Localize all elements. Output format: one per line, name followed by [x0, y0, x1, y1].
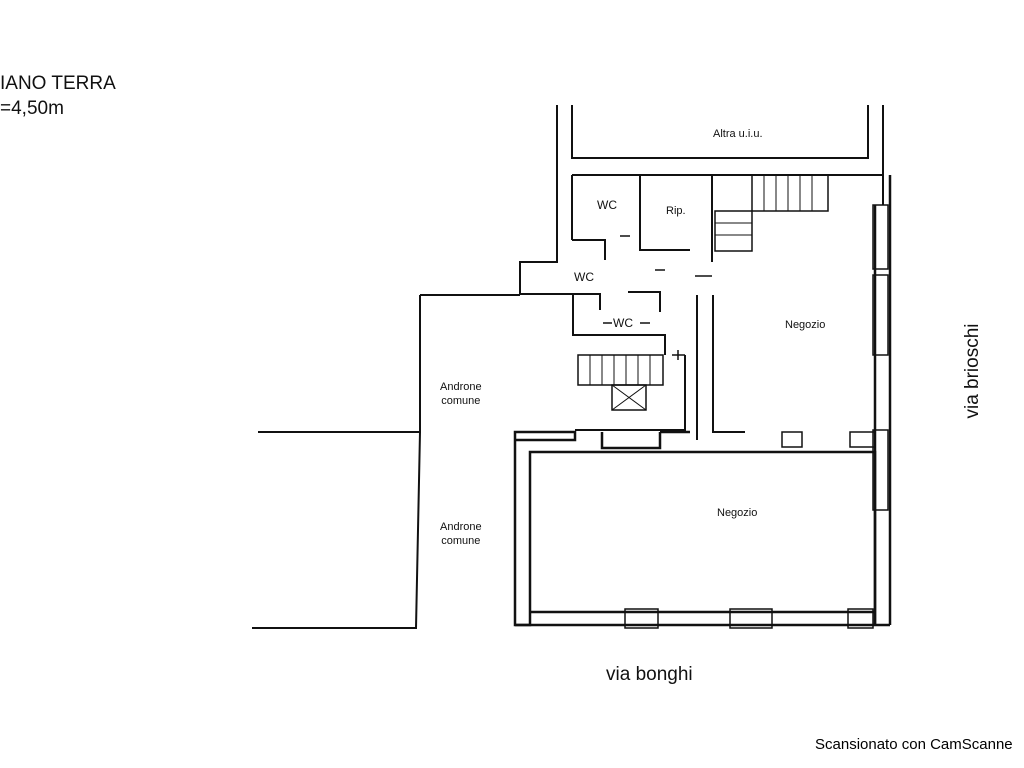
window-right-1: [872, 204, 889, 270]
window-right-3: [872, 429, 889, 511]
wall-partition: [575, 295, 745, 440]
window-bottom-1: [624, 608, 659, 629]
room-wc-low-label: WC: [613, 316, 633, 330]
floor-label: IANO TERRA: [0, 73, 116, 94]
room-androne-lower-line2: comune: [441, 535, 481, 547]
height-label: =4,50m: [0, 98, 64, 119]
room-wc-mid-label: WC: [574, 270, 594, 284]
room-androne-lower-line1: Androne: [440, 521, 482, 533]
elevator-cross: [611, 384, 647, 411]
window-bottom-2: [729, 608, 773, 629]
room-androne-lower-label: Androne comune: [440, 520, 482, 548]
room-wc-top-label: WC: [597, 198, 617, 212]
room-rip-label: Rip.: [666, 205, 686, 217]
wall-wc-top: [572, 175, 690, 260]
wall-service-block: [519, 174, 884, 295]
pillar-1: [781, 431, 803, 448]
wall-bottom-facade: [515, 610, 890, 627]
pillar-2: [849, 431, 876, 448]
street-bottom-label: via bonghi: [606, 664, 693, 685]
window-bottom-3: [847, 608, 874, 629]
door-marks: [603, 235, 712, 360]
street-right-label: via brioschi: [962, 323, 983, 419]
wall-corridor: [557, 291, 666, 355]
stair-upper-landing-treads: [715, 222, 752, 236]
stair-upper-treads: [763, 175, 813, 211]
scanner-watermark: Scansionato con CamScanne: [815, 736, 1013, 753]
wall-negozio-lower: [513, 430, 877, 627]
room-altra-label: Altra u.i.u.: [713, 128, 763, 140]
elevator: [611, 384, 647, 411]
room-negozio-lower-label: Negozio: [717, 507, 758, 519]
stair-upper-landing: [714, 210, 753, 252]
room-androne-upper-label: Androne comune: [440, 380, 482, 408]
stair-lower-treads: [589, 355, 651, 385]
room-negozio-upper-label: Negozio: [785, 319, 826, 331]
window-right-2: [872, 274, 889, 356]
stair-upper: [751, 174, 829, 212]
wall-androne: [252, 294, 520, 629]
wall-altra-uiu: [556, 105, 884, 215]
room-androne-upper-line1: Androne: [440, 381, 482, 393]
room-androne-upper-line2: comune: [441, 395, 481, 407]
